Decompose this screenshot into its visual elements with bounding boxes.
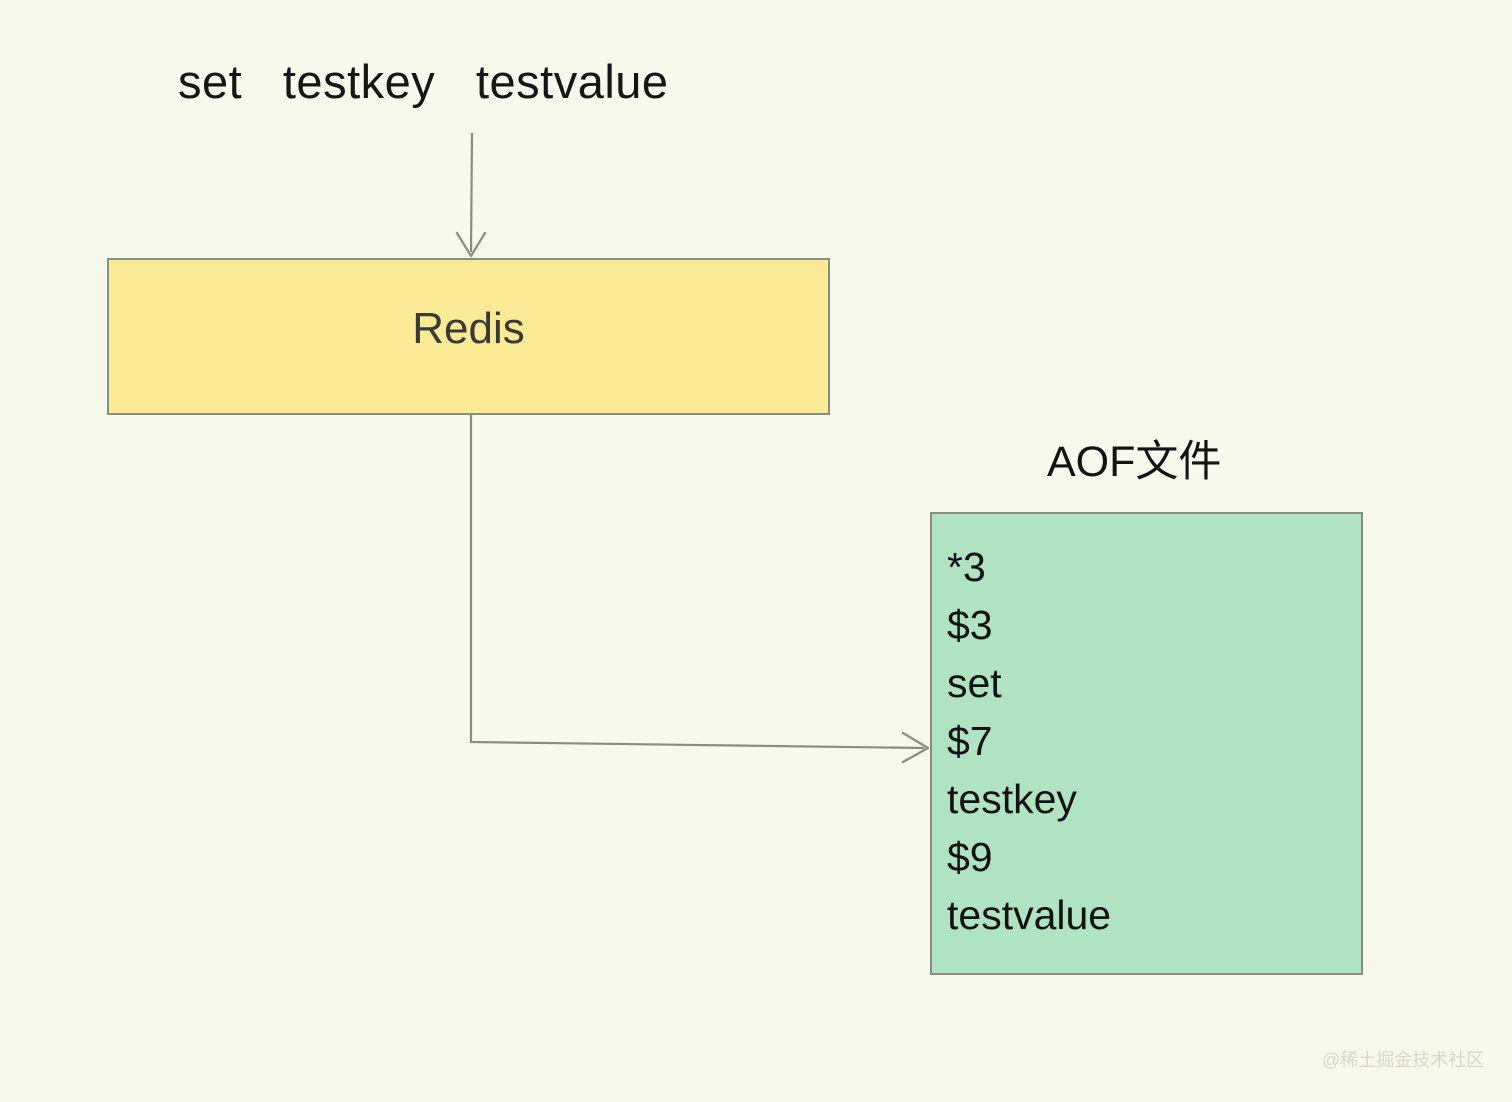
node-aof-title: AOF文件 bbox=[1047, 438, 1222, 486]
arrowhead-right-icon bbox=[901, 731, 930, 764]
node-redis-label: Redis bbox=[412, 303, 525, 353]
edge-command-to-redis-line bbox=[469, 132, 474, 253]
edge-redis-to-aof bbox=[469, 415, 930, 764]
aof-line: $3 bbox=[947, 602, 993, 648]
aof-line: *3 bbox=[947, 544, 986, 590]
aof-content-list: *3 $3 set $7 testkey $9 testvalue bbox=[947, 538, 1347, 944]
aof-line: $7 bbox=[947, 718, 993, 764]
node-redis[interactable]: Redis bbox=[107, 258, 830, 415]
aof-line: testvalue bbox=[947, 892, 1112, 938]
edge-command-to-redis bbox=[455, 132, 487, 258]
watermark: @稀土掘金技术社区 bbox=[1322, 1050, 1485, 1070]
command-text: set testkey testvalue bbox=[178, 55, 669, 108]
node-aof-file[interactable]: *3 $3 set $7 testkey $9 testvalue bbox=[930, 512, 1363, 975]
aof-line: set bbox=[947, 660, 1002, 706]
aof-line: testkey bbox=[947, 776, 1077, 822]
arrowhead-down-icon bbox=[455, 231, 487, 258]
edge-redis-to-aof-line bbox=[469, 415, 925, 750]
aof-line: $9 bbox=[947, 834, 993, 880]
